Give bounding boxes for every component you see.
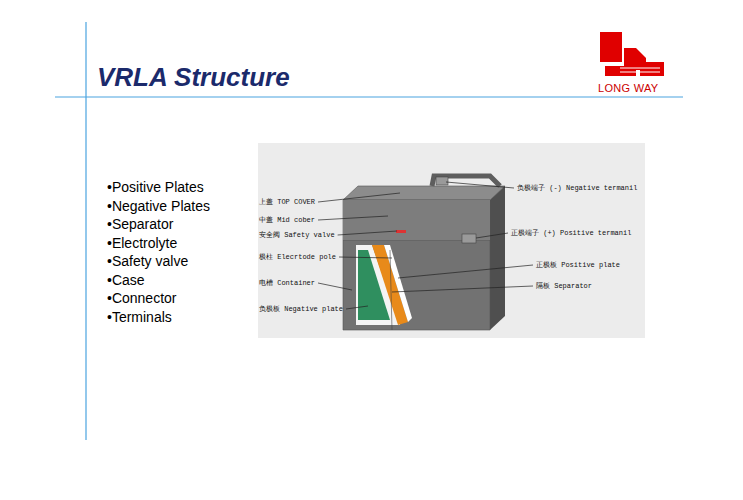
logo-mark	[600, 32, 664, 76]
bullet-item: •Electrolyte	[107, 235, 177, 251]
bullet-item: •Positive Plates	[107, 179, 204, 195]
leader-line	[318, 193, 400, 202]
part-label: 上盖 TOP COVER	[259, 197, 315, 207]
logo-text: LONG WAY	[598, 82, 658, 94]
part-label: 极柱 Elecrtode pole	[259, 252, 336, 262]
bullet-item: •Connector	[107, 290, 177, 306]
part-label: 安全阀 Safety valve	[259, 230, 335, 240]
leader-line	[318, 283, 352, 290]
bullet-item: •Separator	[107, 216, 173, 232]
frame-line	[55, 96, 683, 97]
part-label: 正极板 Positive plate	[536, 260, 620, 270]
frame-line	[85, 22, 86, 440]
part-label: 负极端子 (-) Negative termanil	[517, 183, 637, 193]
picture-panel	[258, 143, 645, 338]
leader-line	[392, 286, 533, 292]
slide-title: VRLA Structure	[97, 62, 290, 93]
part-label: 负极板 Negative plate	[259, 304, 343, 314]
bullet-item: •Case	[107, 272, 145, 288]
battery-illustration	[343, 176, 505, 330]
leader-line	[398, 265, 533, 278]
leader-line	[339, 257, 392, 258]
bullet-item: •Terminals	[107, 309, 172, 325]
leader-line	[476, 233, 508, 238]
bullet-item: •Negative Plates	[107, 198, 210, 214]
part-label: 电槽 Container	[259, 278, 315, 288]
part-label: 中盖 Mid cober	[259, 215, 315, 225]
leader-line	[346, 306, 368, 309]
part-label: 隔板 Separator	[536, 281, 592, 291]
bullet-item: •Safety valve	[107, 253, 188, 269]
leader-line	[446, 182, 514, 188]
leader-line	[338, 231, 397, 235]
leader-line	[318, 216, 388, 220]
part-label: 正极端子 (+) Positive termanil	[511, 228, 631, 238]
